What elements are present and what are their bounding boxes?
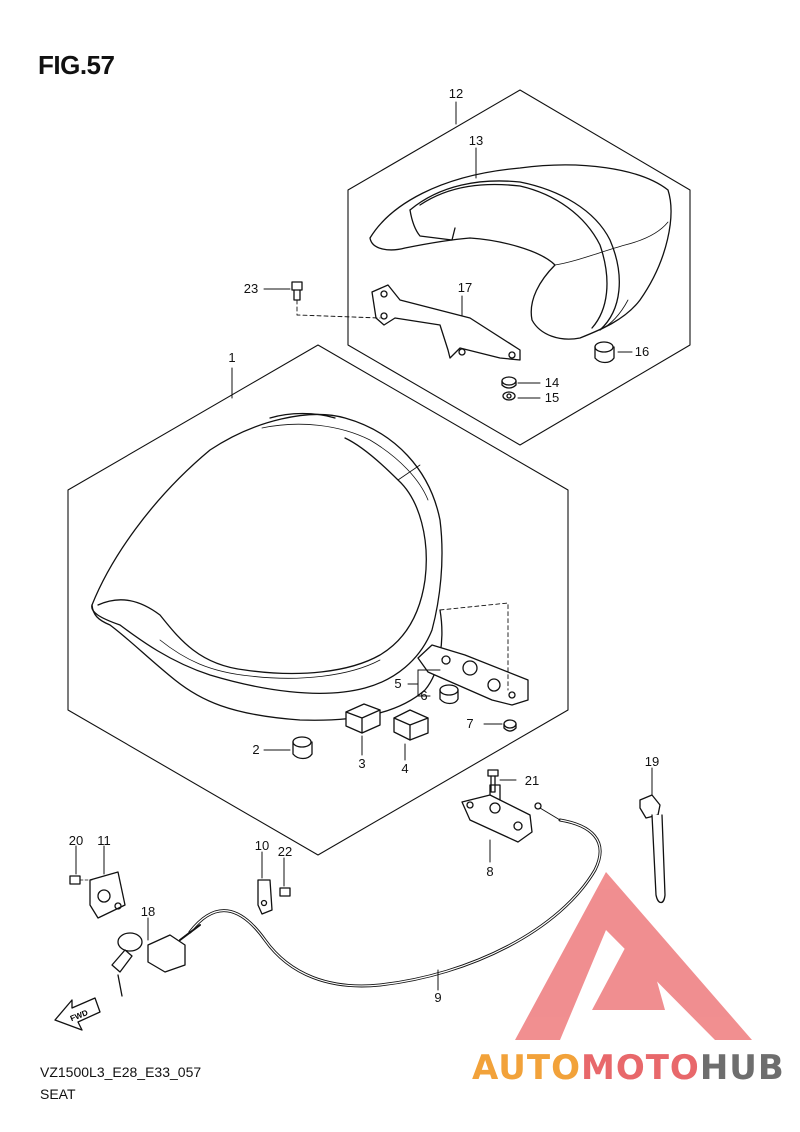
callout-9: 9 <box>434 990 441 1005</box>
screw-22-drawing <box>279 887 291 897</box>
callout-16: 16 <box>635 344 649 359</box>
callout-10: 10 <box>255 838 269 853</box>
callout-22: 22 <box>278 844 292 859</box>
callout-18: 18 <box>141 904 155 919</box>
pillion-seat-drawing <box>369 164 672 340</box>
hook-19-drawing <box>639 794 666 904</box>
callout-4: 4 <box>401 761 408 776</box>
model-code-text: VZ1500L3_E28_E33_057 <box>40 1064 202 1080</box>
callout-7: 7 <box>466 716 473 731</box>
cushion-6-drawing <box>439 684 459 705</box>
callout-15: 15 <box>545 390 559 405</box>
watermark-logo-icon <box>515 872 752 1040</box>
callout-2: 2 <box>252 742 259 757</box>
bolt-21-drawing <box>487 769 499 793</box>
callout-11: 11 <box>97 833 111 848</box>
watermark-text: AUTOMOTOHUB <box>472 1048 785 1088</box>
callout-6: 6 <box>420 688 427 703</box>
callout-3: 3 <box>358 756 365 771</box>
plate-5-drawing <box>417 644 529 706</box>
pad-4-drawing <box>393 709 429 741</box>
callout-21: 21 <box>525 773 539 788</box>
callout-23: 23 <box>244 281 258 296</box>
bracket-11-drawing <box>89 871 126 919</box>
leader-dashed-main <box>439 602 509 691</box>
section-name-text: SEAT <box>40 1086 76 1102</box>
pad-3-drawing <box>345 703 381 734</box>
bracket-17-drawing <box>371 284 521 361</box>
bolt-20-drawing <box>69 875 93 885</box>
cushion-2-drawing <box>292 736 313 760</box>
lock-set-18-drawing <box>111 931 191 997</box>
lock-8-drawing <box>461 784 533 843</box>
fwd-arrow-icon <box>54 997 101 1031</box>
watermark-part-3: HUB <box>699 1048 785 1088</box>
callout-5: 5 <box>394 676 401 691</box>
washer-15-drawing <box>502 391 516 401</box>
callout-14: 14 <box>545 375 559 390</box>
callout-1: 1 <box>228 350 235 365</box>
cushion-16-drawing <box>594 341 615 364</box>
main-seat-frame <box>67 344 569 856</box>
callout-12: 12 <box>449 86 463 101</box>
leader-lines <box>75 101 653 991</box>
bolt-23-drawing <box>291 281 381 319</box>
cable-9-drawing <box>179 802 602 988</box>
callout-19: 19 <box>645 754 659 769</box>
watermark-part-1: AUTO <box>472 1048 581 1088</box>
figure-title: FIG.57 <box>38 50 115 80</box>
watermark-part-2: MOTO <box>580 1048 700 1088</box>
callout-13: 13 <box>469 133 483 148</box>
washer-7-drawing <box>503 719 517 732</box>
callout-20: 20 <box>69 833 83 848</box>
callout-8: 8 <box>486 864 493 879</box>
main-seat-drawing <box>91 412 443 721</box>
callout-17: 17 <box>458 280 472 295</box>
bracket-10-drawing <box>257 879 273 915</box>
nut-14-drawing <box>501 376 517 389</box>
pillion-seat-frame <box>347 89 691 446</box>
